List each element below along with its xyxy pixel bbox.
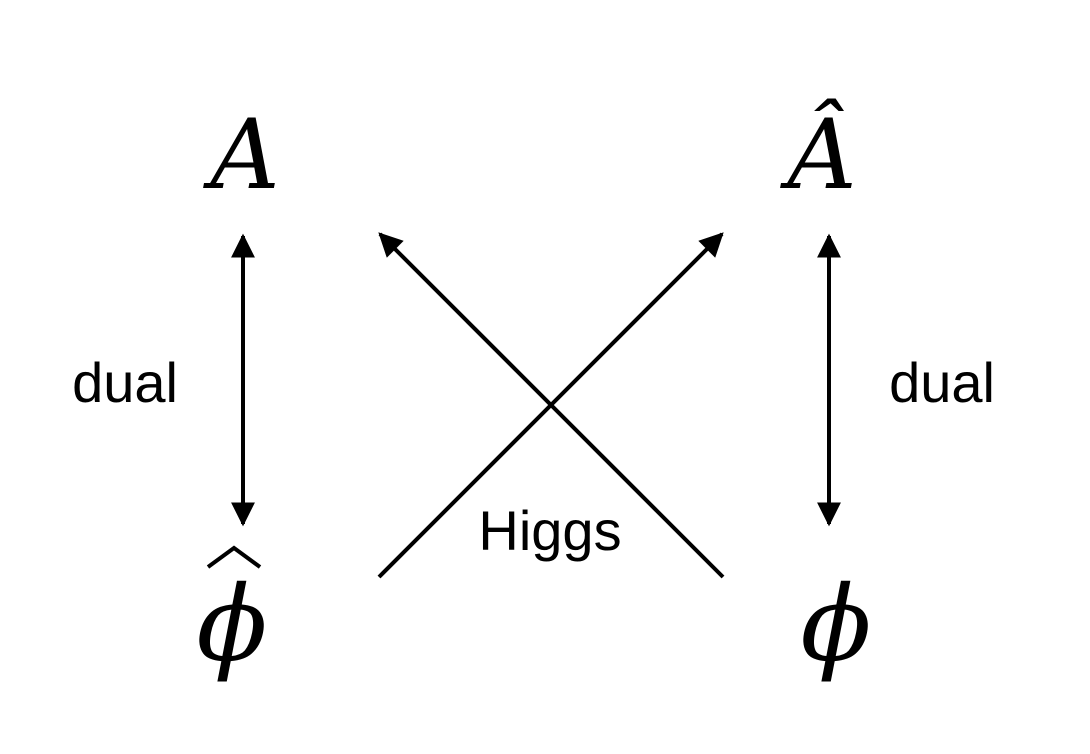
node-A-hat-glyph: Â: [779, 99, 856, 211]
left-dual-label: dual: [72, 351, 178, 414]
node-phi-hat-glyph: ϕ: [197, 563, 268, 685]
node-A-hat: Â: [779, 99, 856, 211]
node-A: A: [202, 99, 279, 211]
higgs-label: Higgs: [478, 499, 621, 562]
node-phi: ϕ: [801, 563, 872, 685]
higgs-arrow-phi-hat-to-A-hat: [377, 232, 724, 579]
right-dual-label: dual: [889, 351, 995, 414]
node-phi-hat: ϕ: [197, 545, 268, 685]
hat-mark: [206, 545, 262, 569]
